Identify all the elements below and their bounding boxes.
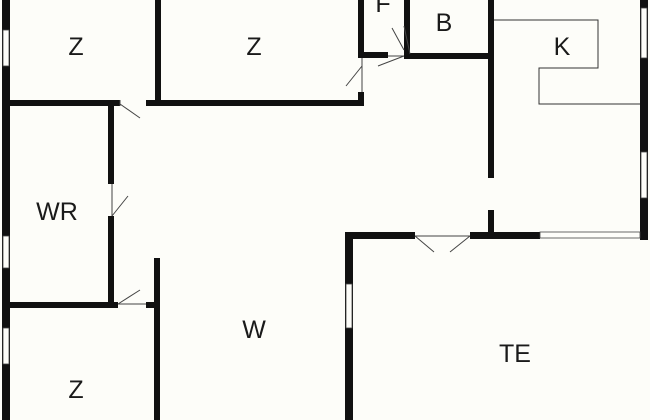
wall-wr-right-top	[108, 100, 114, 184]
door-terrace	[414, 235, 471, 253]
wall-closet-right	[404, 0, 410, 58]
window-right-1	[640, 7, 648, 59]
wall-terrace-top-b	[470, 232, 540, 239]
wall-terrace-top-c	[640, 232, 648, 239]
wall-outer-left	[2, 0, 10, 420]
room-label-bedroom-top-center: Z	[246, 33, 261, 61]
wall-bedroom1-right	[155, 0, 161, 104]
wall-wr-bottom-a	[2, 302, 118, 308]
doors	[111, 25, 471, 305]
door-bedroom1	[119, 100, 141, 119]
room-label-washroom: WR	[36, 198, 78, 226]
room-label-kitchen: K	[554, 33, 571, 61]
door-bedroom2	[345, 58, 363, 92]
window-terrace-left	[345, 283, 353, 329]
window-right-2	[640, 151, 648, 199]
wall-bedroom1-bottom-b	[146, 100, 161, 106]
room-label-bathroom: B	[436, 9, 453, 37]
door-wr	[111, 184, 129, 217]
wall-bedroom3-right	[154, 258, 160, 420]
window-left-1	[2, 29, 10, 67]
room-label-terrace: TE	[499, 340, 531, 368]
window-terrace-top	[539, 231, 641, 239]
room-label-closet: F	[375, 0, 390, 18]
wall-wr-bottom-b	[146, 302, 160, 308]
room-label-bedroom-top-left: Z	[68, 33, 83, 61]
door-bathroom	[377, 25, 411, 67]
wall-bathroom-right	[488, 0, 494, 178]
wall-kitchen-left-bottom	[488, 210, 494, 232]
room-labels: Z Z F B K WR W TE Z	[36, 0, 570, 404]
room-label-living: W	[242, 316, 266, 344]
window-left-3	[2, 327, 10, 365]
wall-bedroom2-right-top	[358, 0, 364, 58]
wall-bedroom2-right-bottom	[358, 92, 364, 106]
wall-bedroom2-bottom	[155, 100, 363, 106]
kitchen-counter	[494, 19, 640, 105]
window-left-2	[2, 235, 10, 269]
door-closet	[388, 27, 405, 57]
wall-bathroom-bottom	[404, 53, 492, 59]
wall-bedroom1-bottom-a	[2, 100, 120, 106]
windows	[2, 7, 648, 365]
wall-closet-bottom	[358, 52, 388, 58]
wall-outer-right	[640, 0, 648, 240]
door-bedroom3	[117, 289, 146, 305]
wall-wr-right-bottom	[108, 216, 114, 308]
wall-terrace-top-a	[345, 232, 415, 239]
room-label-bedroom-bottom-left: Z	[68, 376, 83, 404]
